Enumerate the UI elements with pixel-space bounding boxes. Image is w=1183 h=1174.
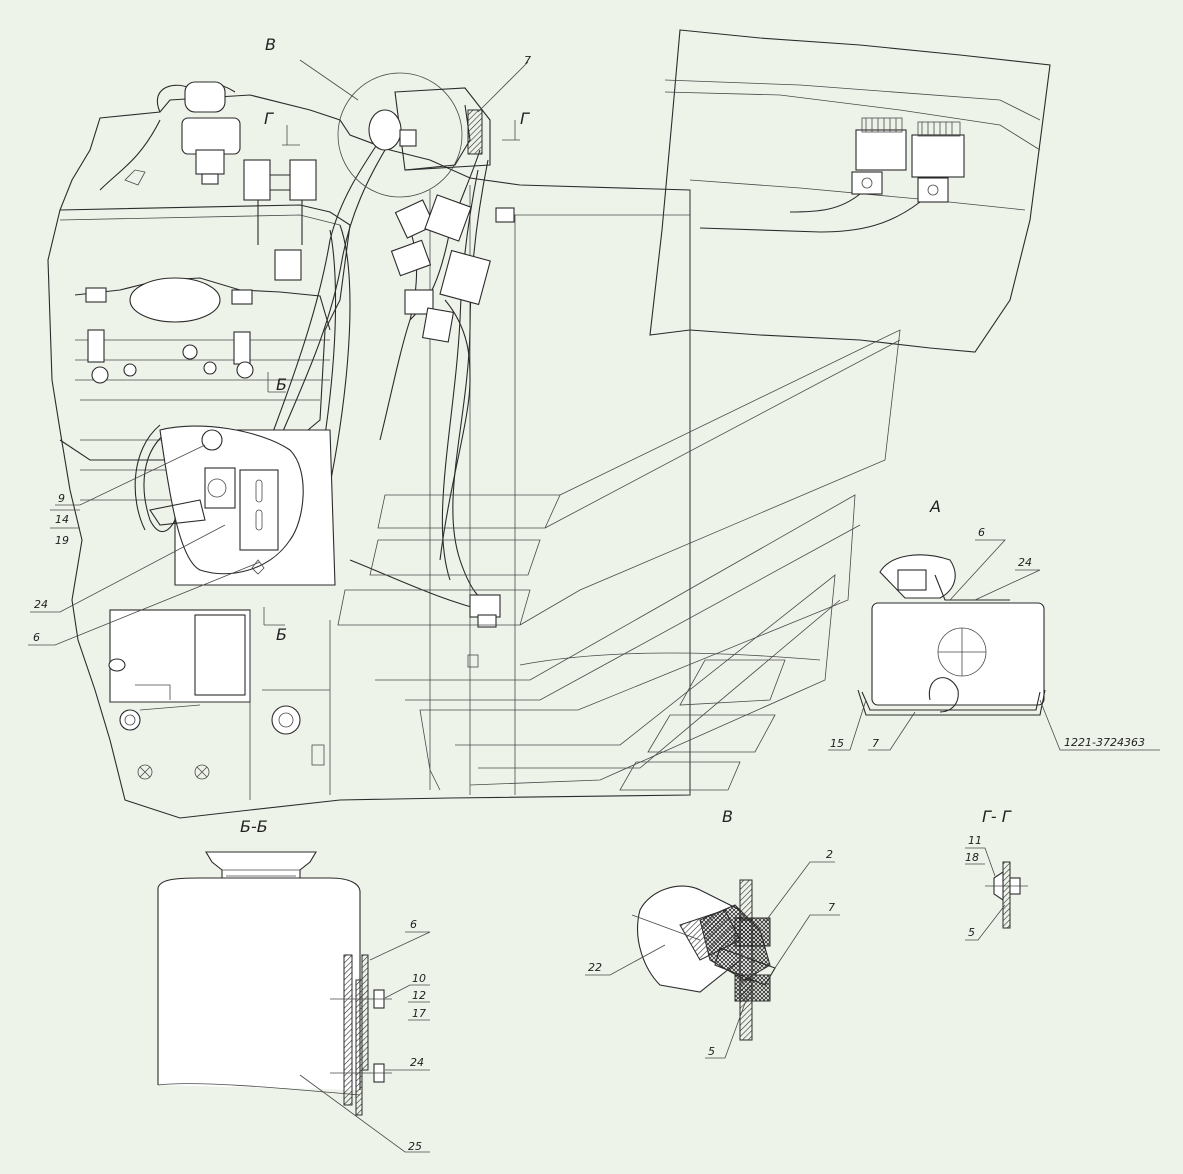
callout-7-main: 7 [524,54,531,67]
main-view: В Г Г 7 Б Б [28,29,1051,819]
sensor-top [99,81,241,191]
callout-18-gg: 18 [965,851,979,864]
view-v-detail: В 2 7 22 5 [585,807,840,1059]
callout-15-view-a: 15 [830,737,844,750]
lower-components [108,594,501,800]
cut-g-right-label: Г [520,109,530,128]
callout-6-view-a: 6 [978,526,985,539]
callout-14: 14 [55,513,69,526]
callout-11-gg: 11 [968,834,982,847]
view-b-marker-label: В [265,35,276,54]
callout-17-bb: 17 [412,1007,426,1020]
view-a-title: А [929,497,941,516]
callout-5-gg: 5 [968,926,975,939]
relay-right [699,121,965,233]
main-callouts: 9 14 19 24 6 [28,444,261,646]
view-v-title: В [722,807,733,826]
section-bb: Б-Б 6 10 12 17 24 25 [157,817,431,1153]
callout-6-main: 6 [33,631,40,644]
callout-2-v: 2 [826,848,833,861]
fittings-row [243,159,317,281]
section-bb-title: Б-Б [240,817,268,836]
connector-cluster [390,194,515,343]
callout-22-v: 22 [588,961,602,974]
cab-panel [649,29,1051,353]
relay-left [789,117,907,213]
section-gg-title: Г- Г [982,807,1012,826]
reservoir-bracket: Б Б [149,372,336,644]
view-b-callout: В Г Г 7 [264,35,531,198]
trim-stripes [337,329,901,791]
cut-b-top-label: Б [276,375,287,394]
main-view-outline [47,94,691,819]
callout-25-bb: 25 [408,1140,422,1153]
callout-24-bb: 24 [410,1056,424,1069]
cut-g-left-label: Г [264,109,274,128]
cut-b-bottom-label: Б [276,625,287,644]
section-gg: Г- Г 11 18 5 [965,807,1028,941]
callout-24-view-a: 24 [1018,556,1032,569]
callout-10-bb: 10 [412,972,426,985]
callout-7-v: 7 [828,901,835,914]
engine-block [59,204,351,501]
view-a: А 6 24 15 7 1221-3724363 [828,497,1160,751]
callout-7-view-a: 7 [872,737,879,750]
callout-19: 19 [55,534,69,547]
callout-5-v: 5 [708,1045,715,1058]
part-number-label: 1221-3724363 [1064,736,1145,749]
callout-24-main: 24 [34,598,48,611]
callout-6-bb: 6 [410,918,417,931]
callout-12-bb: 12 [412,989,426,1002]
callout-9: 9 [58,492,65,505]
